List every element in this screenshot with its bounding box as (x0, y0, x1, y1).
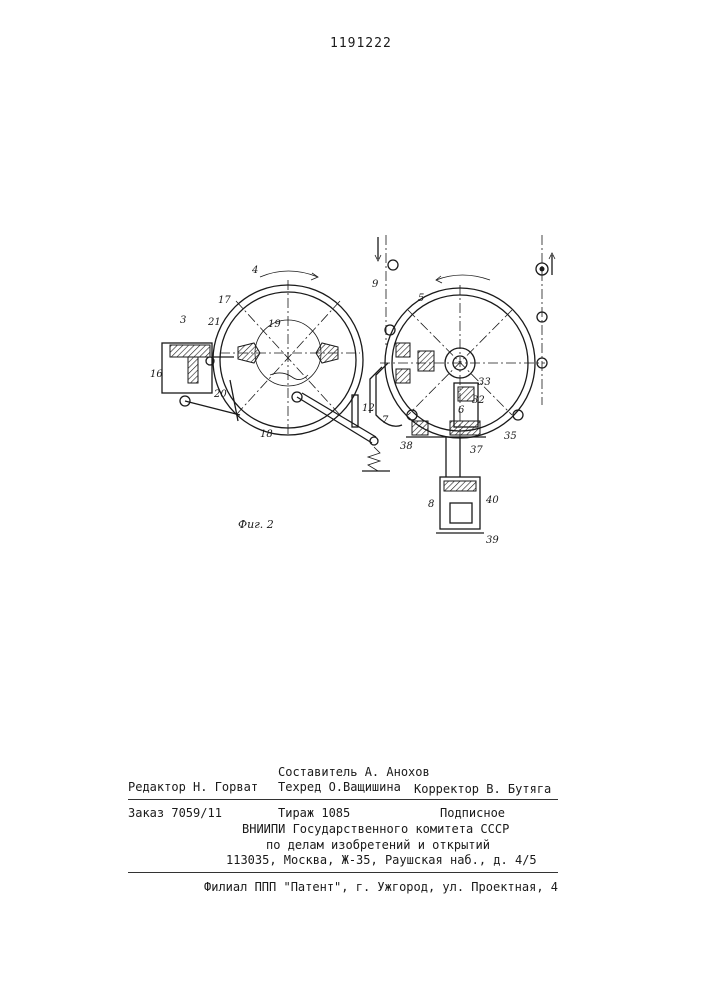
label-33: 33 (478, 377, 491, 388)
label-38: 38 (400, 441, 413, 452)
editor: Редактор Н. Горват (128, 780, 258, 794)
label-4: 4 (251, 265, 258, 276)
label-37: 37 (470, 445, 483, 456)
organization-line1: ВНИИПИ Государственного комитета СССР (242, 822, 509, 836)
circulation: Тираж 1085 (278, 806, 350, 820)
label-39: 39 (486, 535, 499, 546)
compiler: Составитель А. Анохов (278, 765, 430, 779)
techred: Техред О.Ващишина (278, 780, 401, 794)
imprint-divider-top (128, 799, 558, 800)
patent-drawing: 3 4 5 6 7 8 9 12 16 17 18 19 20 21 32 33… (150, 225, 570, 555)
label-17: 17 (218, 295, 231, 306)
order-number: Заказ 7059/11 (128, 806, 222, 820)
left-bracket (162, 343, 240, 421)
imprint-divider-bottom (128, 872, 558, 873)
label-16: 16 (150, 369, 163, 380)
label-40: 40 (485, 495, 499, 506)
label-3: 3 (180, 315, 186, 326)
branch: Филиал ППП "Патент", г. Ужгород, ул. Про… (204, 880, 558, 894)
label-8: 8 (428, 499, 434, 510)
label-6: 6 (458, 405, 465, 416)
label-21: 21 (207, 317, 221, 328)
address: 113035, Москва, Ж-35, Раушская наб., д. … (226, 853, 537, 867)
label-20: 20 (213, 389, 227, 400)
figure-caption: Фиг. 2 (238, 518, 274, 531)
label-19: 19 (268, 319, 281, 330)
corrector: Корректор В. Бутяга (414, 782, 551, 796)
lower-mechanism (406, 421, 486, 533)
label-5: 5 (418, 293, 424, 304)
document-number: 1191222 (330, 36, 392, 51)
organization-line2: по делам изобретений и открытий (266, 838, 490, 852)
label-18: 18 (260, 429, 273, 440)
subscription: Подписное (440, 806, 505, 820)
label-9: 9 (372, 279, 379, 290)
label-7: 7 (382, 415, 389, 426)
label-32: 32 (472, 395, 485, 406)
label-12: 12 (362, 403, 375, 414)
label-35: 35 (504, 431, 517, 442)
